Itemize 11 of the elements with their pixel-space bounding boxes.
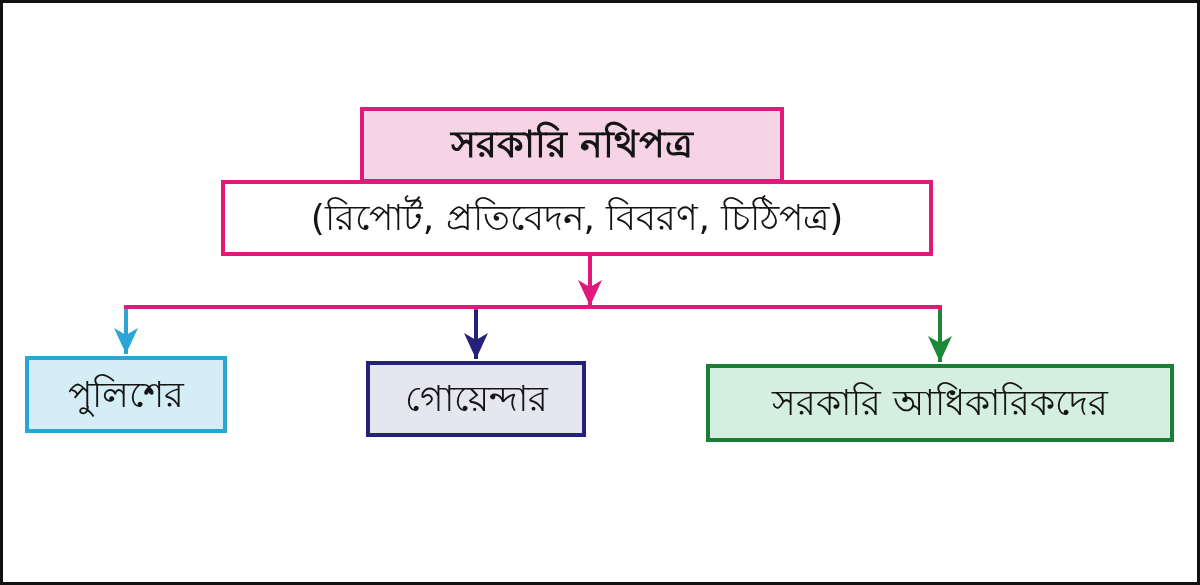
trunk-arrow xyxy=(578,256,602,306)
category-box xyxy=(25,356,227,433)
document-types-text: (রিপোর্ট, প্রতিবেদন, বিবরণ, চিঠিপত্র) xyxy=(310,196,844,240)
category-text: গোয়েন্দার xyxy=(404,377,548,421)
category-box xyxy=(706,364,1174,442)
category-box xyxy=(366,361,586,437)
heading-text: সরকারি নথিপত্র xyxy=(450,122,694,168)
document-types-box xyxy=(221,180,933,256)
category-text: পুলিশের xyxy=(68,372,184,417)
heading-box xyxy=(360,107,784,183)
category-text: সরকারি আধিকারিকদের xyxy=(772,381,1108,425)
